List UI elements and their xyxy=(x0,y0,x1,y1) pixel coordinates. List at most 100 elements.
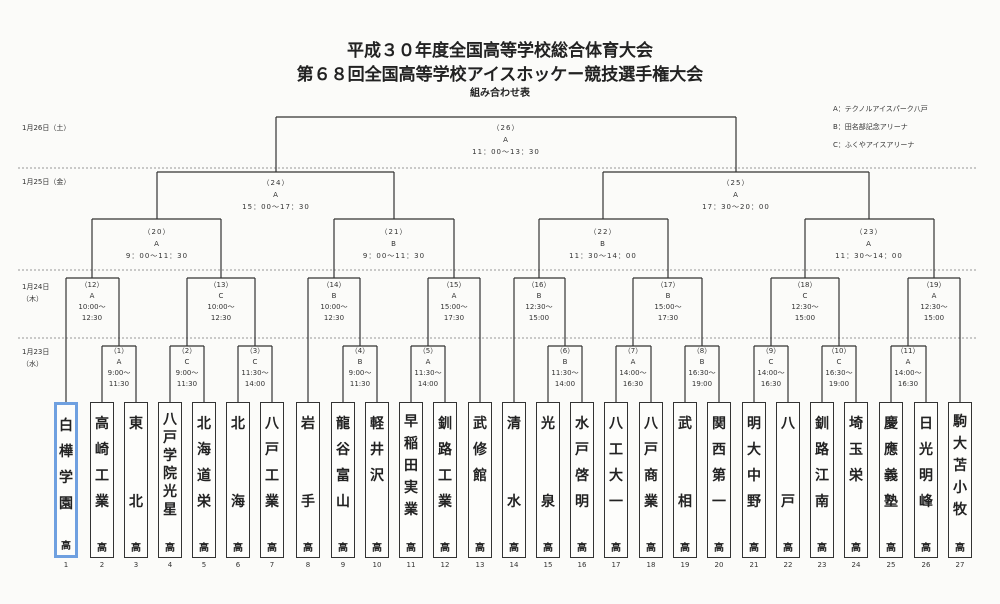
school-suffix: 高 xyxy=(372,543,382,554)
match-label-text: 14:00 xyxy=(554,380,576,388)
match-label-text: B xyxy=(536,292,542,300)
school-suffix: 高 xyxy=(749,543,759,554)
match-label-text: （23） xyxy=(855,228,883,236)
school-suffix: 高 xyxy=(267,543,277,554)
school-box-9: 龍谷富山高 xyxy=(331,402,355,558)
match-label-text: 10:00～ xyxy=(207,303,235,311)
school-suffix: 高 xyxy=(714,543,724,554)
school-number: 21 xyxy=(749,561,759,569)
school-suffix: 高 xyxy=(97,543,107,554)
school-suffix: 高 xyxy=(783,543,793,554)
school-box-22: 八 戸高 xyxy=(776,402,800,558)
school-number: 18 xyxy=(646,561,656,569)
match-label-text: （20） xyxy=(143,228,171,236)
match-label-text: 14:00～ xyxy=(757,369,785,377)
school-number: 4 xyxy=(167,561,173,569)
school-number: 6 xyxy=(235,561,241,569)
match-label-text: （24） xyxy=(262,179,290,187)
school-name: 北 海 xyxy=(231,416,245,510)
school-suffix: 高 xyxy=(131,543,141,554)
match-label-text: （3） xyxy=(245,347,265,355)
school-name: 日光明峰 xyxy=(919,416,933,510)
school-number: 27 xyxy=(955,561,965,569)
match-label-text: B xyxy=(391,240,397,248)
match-label-text: A xyxy=(116,358,122,366)
match-label-text: B xyxy=(562,358,568,366)
match-label-text: 12:30～ xyxy=(791,303,819,311)
school-suffix: 高 xyxy=(61,541,71,552)
school-name: 清 水 xyxy=(507,416,521,510)
school-box-4: 八戸学院光星高 xyxy=(158,402,182,558)
school-name: 埼玉栄 xyxy=(849,416,863,484)
school-name: 白樺学園 xyxy=(59,418,73,512)
school-name: 八工大一 xyxy=(609,416,623,510)
school-number: 8 xyxy=(305,561,311,569)
school-box-6: 北 海高 xyxy=(226,402,250,558)
school-number: 9 xyxy=(340,561,346,569)
school-number: 24 xyxy=(851,561,861,569)
school-name: 八戸学院光星 xyxy=(163,412,177,518)
school-suffix: 高 xyxy=(475,543,485,554)
school-box-25: 慶應義塾高 xyxy=(879,402,903,558)
match-label-text: 15:00～ xyxy=(440,303,468,311)
match-label-text: 17:30 xyxy=(443,314,465,322)
match-label-text: 10:00～ xyxy=(320,303,348,311)
school-number: 12 xyxy=(440,561,450,569)
match-label-text: C xyxy=(836,358,842,366)
school-number: 7 xyxy=(269,561,275,569)
match-label-text: C xyxy=(802,292,808,300)
school-name: 駒大苫小牧 xyxy=(953,414,967,518)
school-name: 岩 手 xyxy=(301,416,315,510)
match-label-text: （18） xyxy=(793,281,817,289)
school-name: 東 北 xyxy=(129,416,143,510)
match-label-text: 16:30 xyxy=(622,380,644,388)
school-suffix: 高 xyxy=(440,543,450,554)
match-label-text: 15:00 xyxy=(794,314,816,322)
match-label-text: （10） xyxy=(827,347,851,355)
match-label-text: A xyxy=(931,292,937,300)
match-label-text: （6） xyxy=(555,347,575,355)
subtitle: 組み合わせ表 xyxy=(470,88,530,99)
match-label-text: A xyxy=(905,358,911,366)
school-box-2: 高崎工業高 xyxy=(90,402,114,558)
match-label-text: 14:00 xyxy=(244,380,266,388)
match-label-text: 15:00 xyxy=(923,314,945,322)
match-label-text: （2） xyxy=(177,347,197,355)
school-name: 龍谷富山 xyxy=(336,416,350,510)
school-box-11: 早稲田実業高 xyxy=(399,402,423,558)
match-label-text: 19:00 xyxy=(828,380,850,388)
match-label-text: 9：00～11：30 xyxy=(362,252,426,260)
school-box-5: 北海道栄高 xyxy=(192,402,216,558)
school-number: 5 xyxy=(201,561,207,569)
school-box-17: 八工大一高 xyxy=(604,402,628,558)
match-label-text: B xyxy=(699,358,705,366)
match-label-text: （4） xyxy=(350,347,370,355)
match-label-text: 9:00～ xyxy=(175,369,199,377)
match-label-text: 11:30～ xyxy=(241,369,269,377)
school-suffix: 高 xyxy=(338,543,348,554)
match-label-text: （15） xyxy=(442,281,466,289)
match-label-text: 12:30～ xyxy=(525,303,553,311)
school-number: 19 xyxy=(680,561,690,569)
school-number: 3 xyxy=(133,561,139,569)
match-label-text: 15:00～ xyxy=(654,303,682,311)
match-label-text: 9:00～ xyxy=(107,369,131,377)
date-jan-25: 1月25日（金） xyxy=(22,178,71,186)
match-label-text: （19） xyxy=(922,281,946,289)
school-name: 光 泉 xyxy=(541,416,555,510)
school-number: 26 xyxy=(921,561,931,569)
school-suffix: 高 xyxy=(611,543,621,554)
match-label-text: A xyxy=(733,191,739,199)
school-box-21: 明大中野高 xyxy=(742,402,766,558)
